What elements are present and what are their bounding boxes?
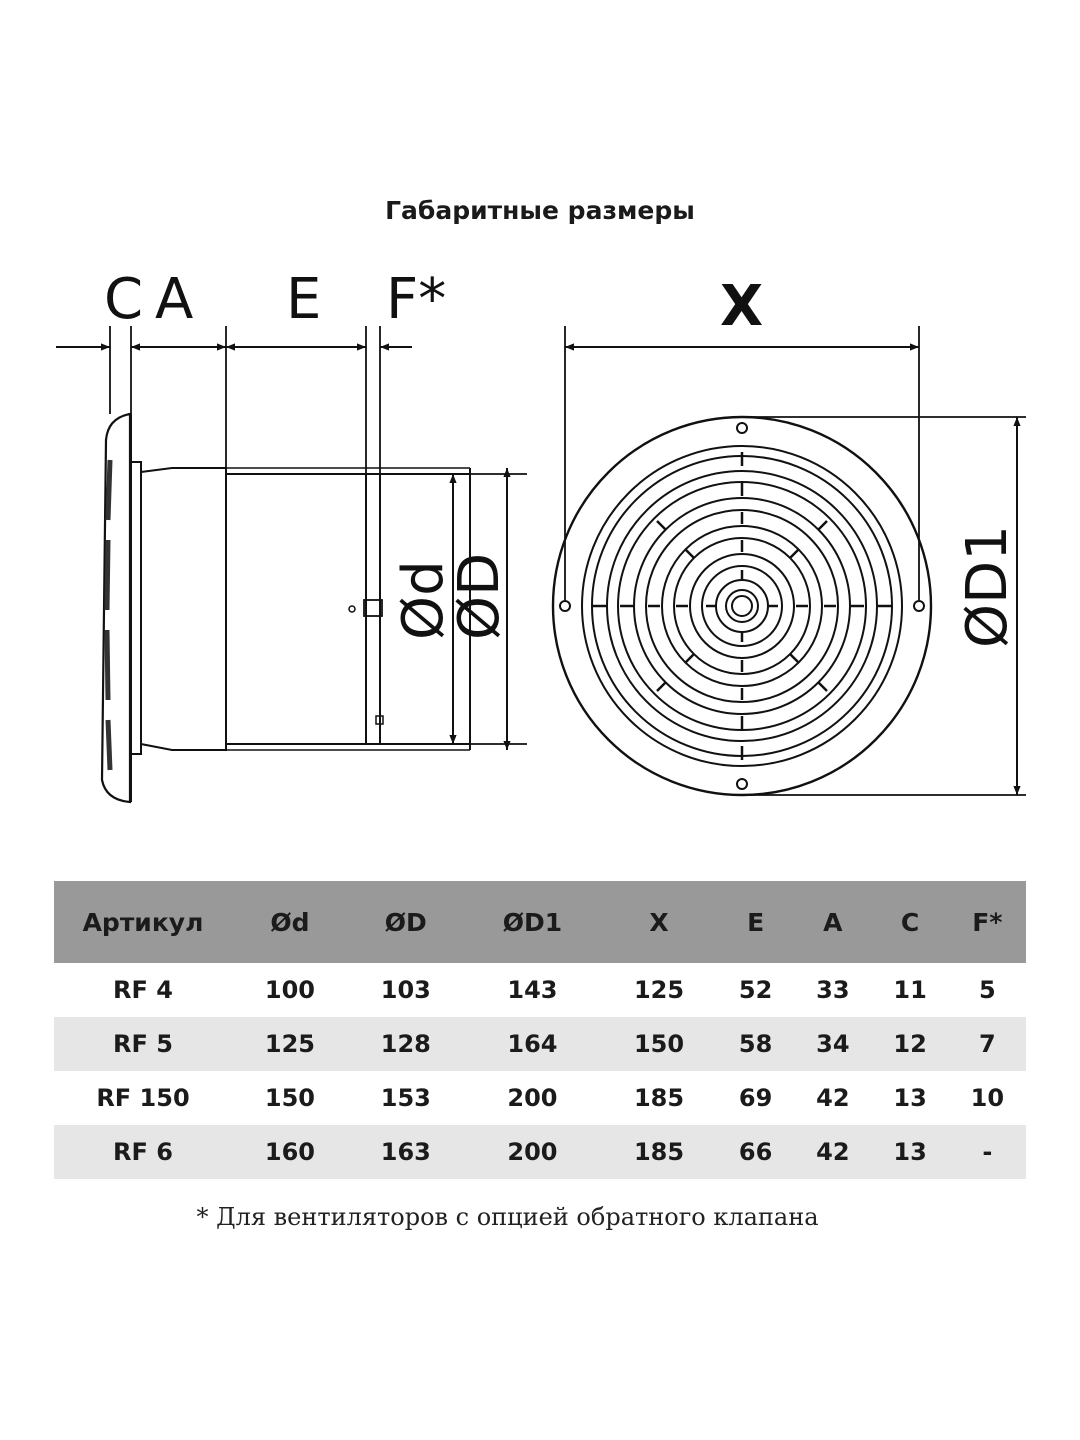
cell: 153 <box>380 1084 431 1112</box>
col-header-x: X <box>601 881 717 963</box>
dim-label-d1: ØD1 <box>955 525 1020 648</box>
table-row: RF 4 100 103 143 125 52 33 11 5 <box>54 963 1026 1017</box>
footnote: * Для вентиляторов с опцией обратного кл… <box>196 1203 819 1231</box>
cell: - <box>948 1125 1026 1179</box>
cell: 143 <box>507 976 558 1004</box>
cell: 163 <box>347 1125 464 1179</box>
cell: 185 <box>601 1125 717 1179</box>
cell: 200 <box>507 1084 558 1112</box>
cell: 125 <box>633 976 685 1004</box>
dim-label-c: C <box>104 267 143 332</box>
cell: 200 <box>463 1125 602 1179</box>
table-row: RF 5 125 128 164 150 58 34 12 7 <box>54 1017 1026 1071</box>
cell: 13 <box>893 1084 927 1112</box>
dim-label-a: A <box>155 267 193 332</box>
dim-label-f: F* <box>386 267 446 332</box>
dimensions-table: Артикул Ød ØD ØD1 X E A C F* RF 4 100 10… <box>54 881 1026 1179</box>
dim-label-x: X <box>720 274 763 339</box>
cell: 160 <box>232 1125 348 1179</box>
cell: 11 <box>893 976 927 1004</box>
col-header-a: A <box>794 881 872 963</box>
cell: 128 <box>347 1017 464 1071</box>
cell: 185 <box>633 1084 685 1112</box>
col-header-d1: ØD1 <box>463 881 602 963</box>
cell: 12 <box>871 1017 949 1071</box>
front-dimension-arrows <box>565 343 1021 795</box>
cell: RF 150 <box>96 1084 190 1112</box>
table-row: RF 6 160 163 200 185 66 42 13 - <box>54 1125 1026 1179</box>
cell: 34 <box>794 1017 872 1071</box>
cell: 150 <box>601 1017 717 1071</box>
dimension-drawing: C A E F* Ød ØD <box>56 267 1026 804</box>
cell: 58 <box>716 1017 795 1071</box>
cell: 66 <box>716 1125 795 1179</box>
cell: 164 <box>463 1017 602 1071</box>
dim-label-big-d: ØD <box>447 553 512 640</box>
page-title: Габаритные размеры <box>385 196 695 225</box>
cell: 100 <box>264 976 315 1004</box>
cell: RF 4 <box>113 976 173 1004</box>
cell: 150 <box>264 1084 315 1112</box>
cell: 42 <box>794 1125 872 1179</box>
cell: 13 <box>871 1125 949 1179</box>
cell: RF 6 <box>54 1125 232 1179</box>
side-dimension-arrows <box>56 343 511 750</box>
col-header-c: C <box>871 881 949 963</box>
col-header-article: Артикул <box>54 881 232 963</box>
col-header-d: Ød <box>232 881 348 963</box>
table-row: RF 150 150 153 200 185 69 42 13 10 <box>54 1071 1026 1125</box>
col-header-f: F* <box>948 881 1026 963</box>
dim-label-d: Ød <box>391 560 456 640</box>
cell: 69 <box>738 1084 773 1112</box>
fan-side-view <box>100 326 527 804</box>
cell: 103 <box>380 976 431 1004</box>
cell: 52 <box>738 976 773 1004</box>
col-header-big-d: ØD <box>347 881 464 963</box>
cell: 33 <box>816 976 850 1004</box>
table-header-row: Артикул Ød ØD ØD1 X E A C F* <box>54 881 1026 963</box>
cell: 10 <box>970 1084 1005 1112</box>
cell: 5 <box>979 976 996 1004</box>
fan-front-view <box>551 326 1026 797</box>
cell: RF 5 <box>54 1017 232 1071</box>
cell: 7 <box>948 1017 1026 1071</box>
col-header-e: E <box>716 881 795 963</box>
cell: 125 <box>232 1017 348 1071</box>
cell: 42 <box>816 1084 850 1112</box>
dim-label-e: E <box>286 267 321 332</box>
